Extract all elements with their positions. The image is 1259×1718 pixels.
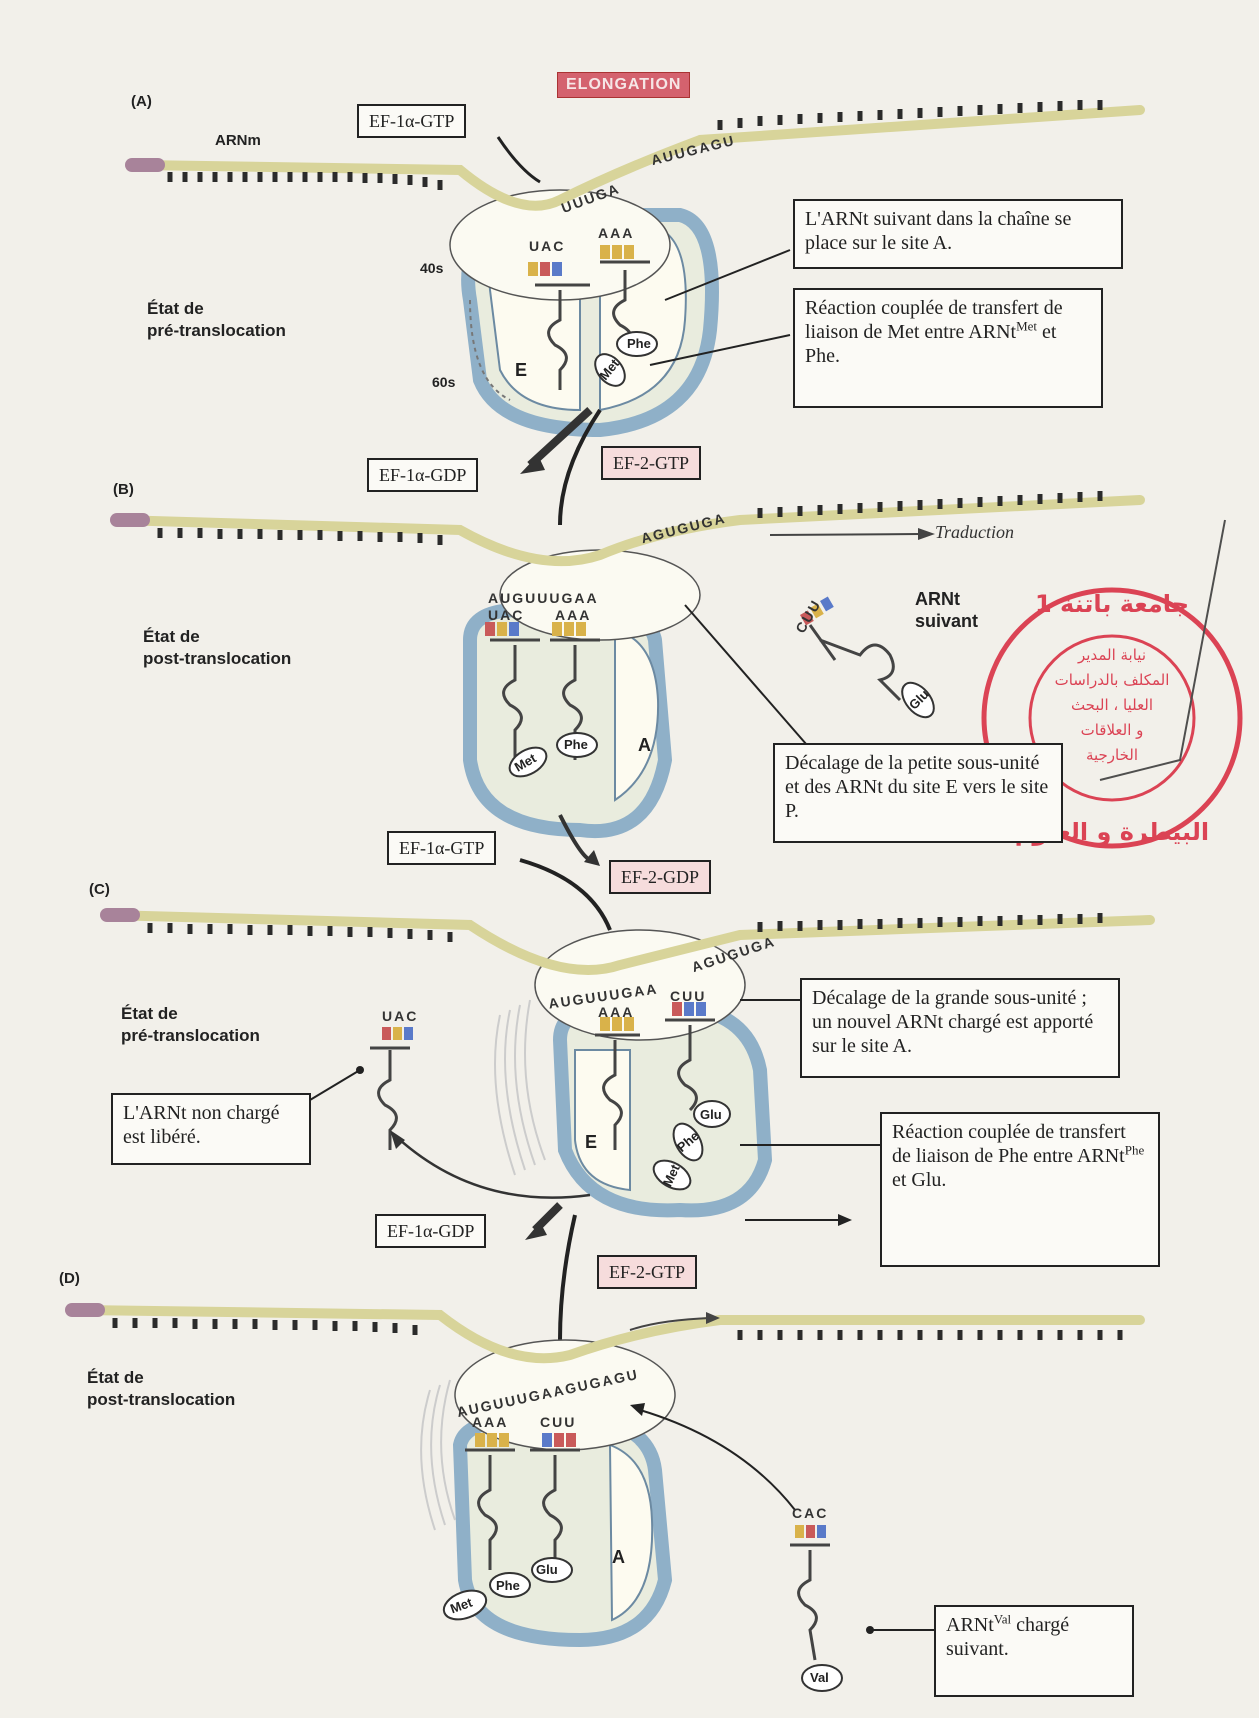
ef1a-gtp-box-b: EF-1α-GTP <box>387 831 496 865</box>
anticodon-b-1: UAC <box>488 607 524 623</box>
aa-phe-d: Phe <box>496 1578 520 1593</box>
anticodon-b-2: AAA <box>555 607 591 623</box>
callout-c-released: L'ARNt non chargé est libéré. <box>111 1093 311 1165</box>
svg-text:نيابة المدير: نيابة المدير <box>1077 646 1146 664</box>
site-a-d: A <box>612 1547 625 1568</box>
anticodon-d-1: AAA <box>472 1414 508 1430</box>
callout-c-large-shift: Décalage de la grande sous-unité ; un no… <box>800 978 1120 1078</box>
ef1a-gtp-box-a: EF-1α-GTP <box>357 104 466 138</box>
ef2-gdp-box-b: EF-2-GDP <box>609 860 711 894</box>
svg-text:المكلف بالدراسات: المكلف بالدراسات <box>1055 671 1170 689</box>
svg-text:الخارجية: الخارجية <box>1086 746 1138 764</box>
anticodon-a-1: UAC <box>529 238 565 254</box>
panel-c-label: (C) <box>89 881 110 898</box>
panel-b-label: (B) <box>113 481 134 498</box>
anticodon-c-2: CUU <box>670 988 706 1004</box>
anticodon-released-c: UAC <box>382 1008 418 1024</box>
ef1a-gdp-box-a: EF-1α-GDP <box>367 458 478 492</box>
callout-a-next-trna: L'ARNt suivant dans la chaîne se place s… <box>793 199 1123 269</box>
anticodon-d-2: CUU <box>540 1414 576 1430</box>
aa-phe-a: Phe <box>627 336 651 351</box>
subunit-40s-label: 40s <box>420 258 443 278</box>
site-e-a: E <box>515 360 527 381</box>
mrna-label: ARNm <box>215 131 261 151</box>
ef2-gtp-box-a: EF-2-GTP <box>601 446 701 480</box>
site-a-b: A <box>638 735 651 756</box>
callout-c-coupled-reaction: Réaction couplée de transfert de liaison… <box>880 1112 1160 1267</box>
svg-text:العليا ، البحث: العليا ، البحث <box>1071 696 1153 714</box>
svg-text:و العلاقات: و العلاقات <box>1081 721 1144 739</box>
svg-text:جامعة باتنة 1: جامعة باتنة 1 <box>1035 590 1189 618</box>
callout-a-coupled-reaction: Réaction couplée de transfert de liaison… <box>793 288 1103 408</box>
panel-d-label: (D) <box>59 1270 80 1287</box>
subunit-60s-label: 60s <box>432 372 455 392</box>
anticodon-a-2: AAA <box>598 225 634 241</box>
aa-val-d: Val <box>810 1670 829 1685</box>
aa-glu-c: Glu <box>700 1107 722 1122</box>
codon-seq-b-left: AUGUUUGAA <box>488 590 599 606</box>
traduction-label: Traduction <box>935 522 1014 543</box>
elongation-title: ELONGATION <box>557 72 690 98</box>
site-e-c: E <box>585 1132 597 1153</box>
panel-a-label: (A) <box>131 93 152 110</box>
callout-d-next-val-trna: ARNtVal chargé suivant. <box>934 1605 1134 1697</box>
ef1a-gdp-box-c: EF-1α-GDP <box>375 1214 486 1248</box>
aa-glu-d: Glu <box>536 1562 558 1577</box>
anticodon-c-1: AAA <box>598 1004 634 1020</box>
callout-b-shift: Décalage de la petite sous-unité et des … <box>773 743 1063 843</box>
ef2-gtp-box-c: EF-2-GTP <box>597 1255 697 1289</box>
aa-phe-b: Phe <box>564 737 588 752</box>
anticodon-next-d: CAC <box>792 1505 828 1521</box>
